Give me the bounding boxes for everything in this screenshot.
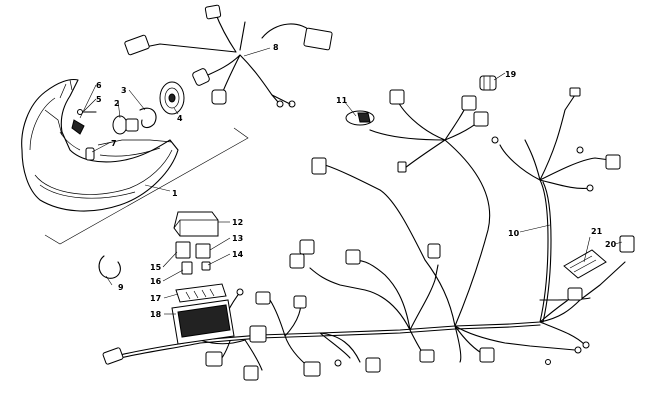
- adjuster-clip: [71, 119, 85, 135]
- callout-2: 2: [114, 99, 120, 108]
- callout-17: 17: [150, 294, 161, 303]
- headlight-housing: [21, 78, 179, 212]
- connector-20: [619, 235, 635, 253]
- leader-lines: [79, 47, 623, 315]
- headlight-bulb: [112, 115, 139, 135]
- callout-14: 14: [232, 250, 244, 259]
- callout-21: 21: [591, 227, 603, 236]
- relay-13: [195, 243, 211, 259]
- parking-bulb: [85, 147, 95, 161]
- relay-16: [181, 261, 193, 275]
- fuse-box: [173, 211, 219, 237]
- callout-10: 10: [508, 229, 520, 238]
- fuse-panel-17: [175, 283, 227, 303]
- retaining-clip: [139, 107, 157, 129]
- callout-20: 20: [605, 240, 617, 249]
- callout-12: 12: [232, 218, 243, 227]
- callout-3: 3: [121, 86, 127, 95]
- callout-9: 9: [118, 283, 124, 292]
- callout-labels: 1 2 3 4 5 6 7 8 9 10 11 12 13 14 15 16 1…: [96, 43, 617, 319]
- callout-4: 4: [177, 114, 183, 123]
- label-sheet-21: [563, 249, 607, 279]
- sub-harness: [124, 4, 333, 108]
- callout-1: 1: [172, 189, 178, 198]
- callout-15: 15: [150, 263, 162, 272]
- callout-6: 6: [96, 81, 102, 90]
- callout-5: 5: [96, 95, 102, 104]
- bulb-holder-screw: [77, 109, 97, 115]
- dust-cover: [159, 81, 185, 115]
- callout-7: 7: [111, 139, 117, 148]
- fuse-block-18: [171, 299, 235, 345]
- callout-19: 19: [505, 70, 517, 79]
- callout-18: 18: [150, 310, 162, 319]
- relay-15: [175, 241, 191, 259]
- callout-16: 16: [150, 277, 162, 286]
- callout-11: 11: [336, 96, 348, 105]
- callout-8: 8: [273, 43, 279, 52]
- callout-13: 13: [232, 234, 243, 243]
- connector-19: [479, 75, 497, 91]
- clamp-ring-9: [98, 255, 121, 279]
- assembly-bracket-line: [44, 127, 249, 245]
- grommet-11: [345, 110, 375, 126]
- fuse-14: [201, 261, 211, 271]
